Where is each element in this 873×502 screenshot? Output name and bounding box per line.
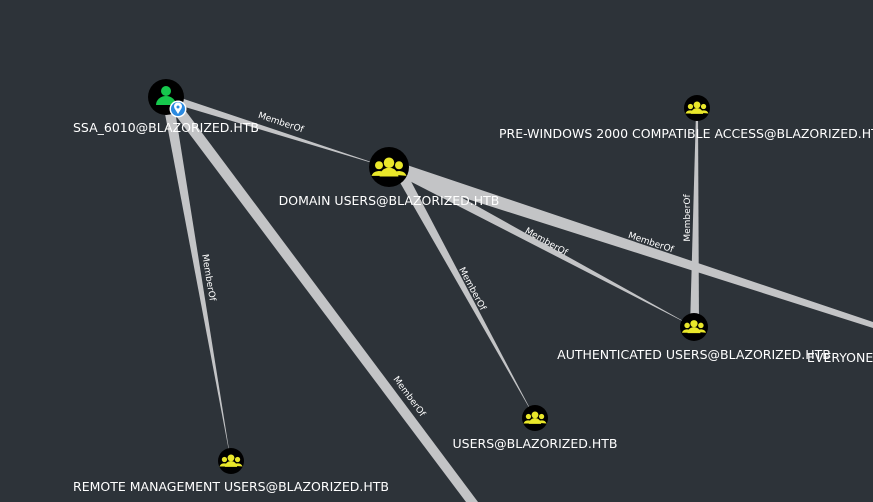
node-label: AUTHENTICATED USERS@BLAZORIZED.HTB [557, 347, 831, 362]
node-label: PRE-WINDOWS 2000 COMPATIBLE ACCESS@BLAZO… [499, 126, 873, 141]
edge-ssa-remote-mgmt[interactable]: MemberOf [162, 98, 231, 462]
owned-marker-icon [169, 100, 187, 118]
node-label: SSA_6010@BLAZORIZED.HTB [73, 120, 259, 135]
user-icon [156, 86, 176, 105]
edge-domain-users-everyone[interactable]: MemberOf [392, 162, 873, 328]
node-label: USERS@BLAZORIZED.HTB [453, 436, 618, 451]
node-remote-management-users[interactable]: REMOTE MANAGEMENT USERS@BLAZORIZED.HTB [73, 448, 389, 494]
nodes-layer: SSA_6010@BLAZORIZED.HTB DOMAIN USERS@BLA… [73, 79, 873, 494]
node-users[interactable]: USERS@BLAZORIZED.HTB [453, 405, 618, 451]
edge-pre-windows-authenticated[interactable]: MemberOf [683, 112, 699, 327]
node-domain-users[interactable]: DOMAIN USERS@BLAZORIZED.HTB [279, 147, 500, 208]
node-authenticated-users[interactable]: AUTHENTICATED USERS@BLAZORIZED.HTB [557, 313, 831, 362]
node-everyone[interactable]: EVERYONE@BLAZORIZED.HTB [807, 350, 873, 365]
node-label: DOMAIN USERS@BLAZORIZED.HTB [279, 193, 500, 208]
edge-label: MemberOf [683, 194, 693, 242]
node-label: EVERYONE@BLAZORIZED.HTB [807, 350, 873, 365]
node-pre-windows-2000[interactable]: PRE-WINDOWS 2000 COMPATIBLE ACCESS@BLAZO… [499, 95, 873, 141]
node-ssa-6010[interactable]: SSA_6010@BLAZORIZED.HTB [73, 79, 259, 135]
node-label: REMOTE MANAGEMENT USERS@BLAZORIZED.HTB [73, 479, 389, 494]
